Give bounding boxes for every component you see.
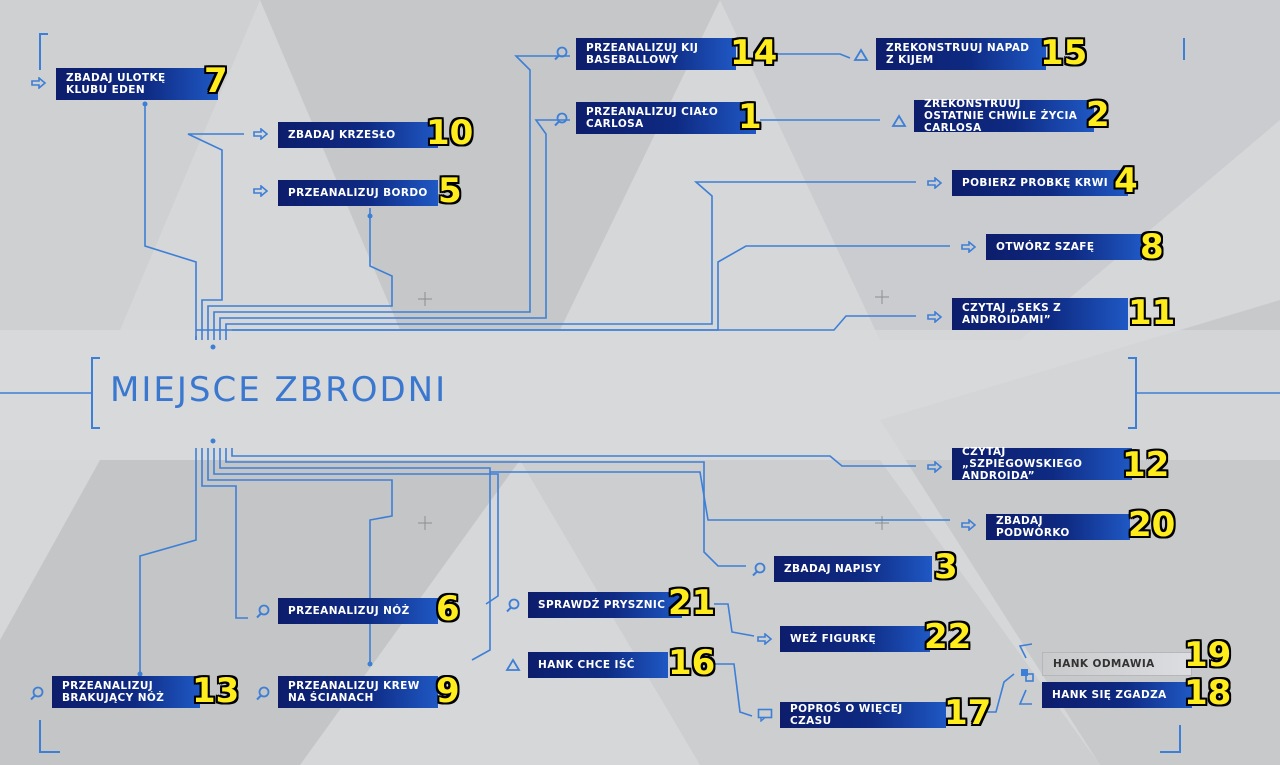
step-number: 8	[1140, 227, 1164, 267]
action-node-przeanalizuj-cialo[interactable]: PRZEANALIZUJ CIAŁO CARLOSA	[576, 102, 756, 134]
step-number: 5	[438, 171, 462, 211]
node-label: PRZEANALIZUJ KREW NA ŚCIANACH	[288, 680, 420, 704]
node-label: ZBADAJ PODWÓRKO	[996, 515, 1070, 539]
arrow-icon	[30, 74, 48, 92]
node-label: ZREKONSTRUUJ OSTATNIE CHWILE ŻYCIA CARLO…	[924, 98, 1078, 134]
step-number: 7	[204, 61, 228, 101]
action-node-pobierz-probke[interactable]: POBIERZ PROBKĘ KRWI	[952, 170, 1128, 196]
node-label: PRZEANALIZUJ BORDO	[288, 187, 428, 199]
node-label: POBIERZ PROBKĘ KRWI	[962, 177, 1109, 189]
node-label: ZBADAJ ULOTKĘ KLUBU EDEN	[66, 72, 166, 96]
step-number: 10	[426, 113, 474, 153]
action-node-przeanalizuj-brakujacy-noz[interactable]: PRZEANALIZUJ BRAKUJĄCY NÓŻ	[52, 676, 200, 708]
magnifier-icon	[254, 602, 272, 620]
node-label: PRZEANALIZUJ BRAKUJĄCY NÓŻ	[62, 680, 165, 704]
action-node-zbadaj-podworko[interactable]: ZBADAJ PODWÓRKO	[986, 514, 1130, 540]
action-node-zbadaj-ulotke[interactable]: ZBADAJ ULOTKĘ KLUBU EDEN	[56, 68, 218, 100]
step-number: 20	[1128, 505, 1176, 545]
step-number: 9	[436, 671, 460, 711]
node-label: HANK CHCE IŚĆ	[538, 659, 635, 671]
node-label: PRZEANALIZUJ KIJ BASEBALLOWY	[586, 42, 699, 66]
action-node-hank-sie-zgadza[interactable]: HANK SIĘ ZGADZA	[1042, 682, 1192, 708]
action-node-przeanalizuj-noz[interactable]: PRZEANALIZUJ NÓŻ	[278, 598, 438, 624]
node-label: ZREKONSTRUUJ NAPAD Z KIJEM	[886, 42, 1030, 66]
magnifier-icon	[28, 684, 46, 702]
choice-icon	[1018, 666, 1036, 684]
action-node-hank-odmawia: HANK ODMAWIA	[1042, 652, 1192, 676]
speech-icon	[756, 706, 774, 724]
node-label: ZBADAJ NAPISY	[784, 563, 882, 575]
arrow-icon	[756, 630, 774, 648]
arrow-icon	[926, 458, 944, 476]
action-node-czytaj-szpiegowskiego[interactable]: CZYTAJ „SZPIEGOWSKIEGO ANDROIDA”	[952, 446, 1132, 482]
step-number: 12	[1122, 445, 1170, 485]
step-number: 11	[1128, 293, 1176, 333]
arrow-icon	[926, 174, 944, 192]
step-number: 19	[1184, 635, 1232, 675]
action-node-popros-o-czas[interactable]: POPROŚ O WIĘCEJ CZASU	[780, 702, 946, 728]
node-label: WEŹ FIGURKĘ	[790, 633, 877, 645]
node-label: CZYTAJ „SEKS Z ANDROIDAMI”	[962, 302, 1062, 326]
magnifier-icon	[504, 596, 522, 614]
arrow-icon	[960, 516, 978, 534]
triangle-icon	[852, 46, 870, 64]
magnifier-icon	[254, 684, 272, 702]
action-node-zrekonstruuj-napad[interactable]: ZREKONSTRUUJ NAPAD Z KIJEM	[876, 38, 1046, 70]
node-label: PRZEANALIZUJ CIAŁO CARLOSA	[586, 106, 719, 130]
action-node-wez-figurke[interactable]: WEŹ FIGURKĘ	[780, 626, 930, 652]
action-node-przeanalizuj-bordo[interactable]: PRZEANALIZUJ BORDO	[278, 180, 438, 206]
node-label: POPROŚ O WIĘCEJ CZASU	[790, 703, 903, 727]
action-node-zbadaj-krzeslo[interactable]: ZBADAJ KRZESŁO	[278, 122, 438, 148]
action-node-sprawdz-prysznic[interactable]: SPRAWDŹ PRYSZNIC	[528, 592, 682, 618]
magnifier-icon	[552, 110, 570, 128]
step-number: 4	[1114, 161, 1138, 201]
node-label: CZYTAJ „SZPIEGOWSKIEGO ANDROIDA”	[962, 446, 1083, 482]
node-label: PRZEANALIZUJ NÓŻ	[288, 605, 410, 617]
action-node-hank-chce-isc[interactable]: HANK CHCE IŚĆ	[528, 652, 668, 678]
action-node-przeanalizuj-krew[interactable]: PRZEANALIZUJ KREW NA ŚCIANACH	[278, 676, 438, 708]
action-node-otworz-szafe[interactable]: OTWÓRZ SZAFĘ	[986, 234, 1142, 260]
arrow-icon	[252, 182, 270, 200]
arrow-icon	[252, 125, 270, 143]
magnifier-icon	[552, 44, 570, 62]
arrow-icon	[926, 308, 944, 326]
step-number: 15	[1040, 33, 1088, 73]
step-number: 2	[1086, 95, 1110, 135]
step-number: 14	[730, 33, 778, 73]
action-node-przeanalizuj-kij[interactable]: PRZEANALIZUJ KIJ BASEBALLOWY	[576, 38, 736, 70]
step-number: 22	[924, 617, 972, 657]
page-title: MIEJSCE ZBRODNI	[110, 370, 448, 410]
step-number: 13	[192, 671, 240, 711]
step-number: 18	[1184, 673, 1232, 713]
step-number: 6	[436, 589, 460, 629]
node-label: HANK SIĘ ZGADZA	[1052, 689, 1167, 701]
step-number: 1	[738, 97, 762, 137]
triangle-icon	[504, 656, 522, 674]
triangle-icon	[890, 112, 908, 130]
arrow-icon	[960, 238, 978, 256]
step-number: 3	[934, 547, 958, 587]
node-label: OTWÓRZ SZAFĘ	[996, 241, 1095, 253]
node-label: HANK ODMAWIA	[1053, 658, 1155, 670]
action-node-czytaj-seks[interactable]: CZYTAJ „SEKS Z ANDROIDAMI”	[952, 298, 1128, 330]
action-node-zrekonstruuj-chwile[interactable]: ZREKONSTRUUJ OSTATNIE CHWILE ŻYCIA CARLO…	[914, 98, 1094, 134]
step-number: 16	[668, 643, 716, 683]
node-label: SPRAWDŹ PRYSZNIC	[538, 599, 666, 611]
node-label: ZBADAJ KRZESŁO	[288, 129, 396, 141]
step-number: 21	[668, 583, 716, 623]
magnifier-icon	[750, 560, 768, 578]
action-node-zbadaj-napisy[interactable]: ZBADAJ NAPISY	[774, 556, 932, 582]
step-number: 17	[944, 693, 992, 733]
